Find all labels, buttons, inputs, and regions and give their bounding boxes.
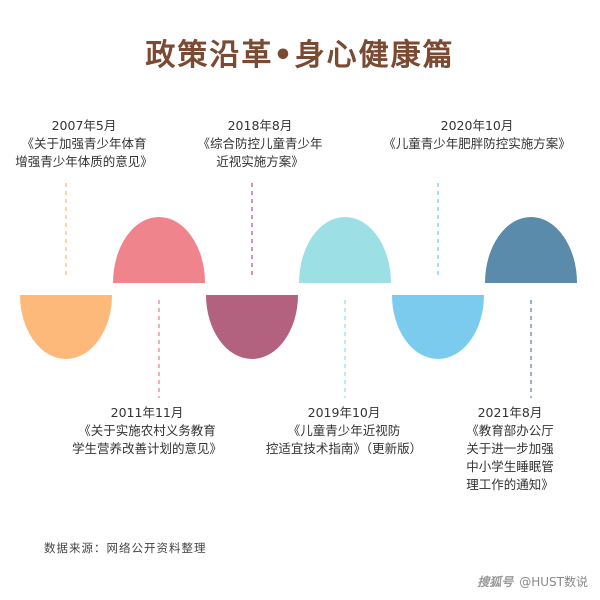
event-doc: 《关于实施农村义务教育 学生营养改善计划的意见》 (71, 423, 222, 456)
event-doc: 《教育部办公厅 关于进一步加强 中小学生睡眠管 理工作的通知》 (466, 423, 554, 492)
event-label-2021: 2021年8月 《教育部办公厅 关于进一步加强 中小学生睡眠管 理工作的通知》 (450, 404, 570, 494)
watermark: 搜狐号 @HUST数说 (477, 573, 588, 590)
event-doc: 《儿童青少年近视防 控适宜技术指南》（更新版） (265, 423, 423, 456)
bowl-2021 (392, 295, 484, 359)
event-date: 2019年10月 (307, 405, 381, 420)
event-doc: 《儿童青少年肥胖防控实施方案》 (383, 136, 571, 151)
dome-2007 (113, 217, 205, 283)
event-label-2011: 2011年11月 《关于实施农村义务教育 学生营养改善计划的意见》 (62, 404, 232, 458)
event-label-2020: 2020年10月 《儿童青少年肥胖防控实施方案》 (362, 117, 592, 153)
data-source: 数据来源：网络公开资料整理 (44, 541, 207, 555)
event-label-2018: 2018年8月 《综合防控儿童青少年 近视实施方案》 (180, 117, 340, 171)
page-title: 政策沿革•身心健康篇 (145, 38, 455, 73)
event-doc: 《关于加强青少年体育 增强青少年体质的意见》 (15, 136, 153, 169)
dome-2018 (299, 217, 391, 283)
event-date: 2007年5月 (51, 118, 117, 133)
event-doc: 《综合防控儿童青少年 近视实施方案》 (197, 136, 323, 169)
watermark-brand: 搜狐号 (477, 575, 514, 589)
event-date: 2020年10月 (440, 118, 514, 133)
event-date: 2018年8月 (227, 118, 293, 133)
bowl-2019 (206, 295, 298, 359)
event-label-2019: 2019年10月 《儿童青少年近视防 控适宜技术指南》（更新版） (246, 404, 442, 458)
event-label-2007: 2007年5月 《关于加强青少年体育 增强青少年体质的意见》 (2, 117, 166, 171)
event-date: 2021年8月 (477, 405, 543, 420)
watermark-handle: @HUST数说 (519, 575, 588, 589)
bowl-2011 (20, 295, 112, 359)
event-date: 2011年11月 (110, 405, 184, 420)
dome-2020 (485, 217, 577, 283)
